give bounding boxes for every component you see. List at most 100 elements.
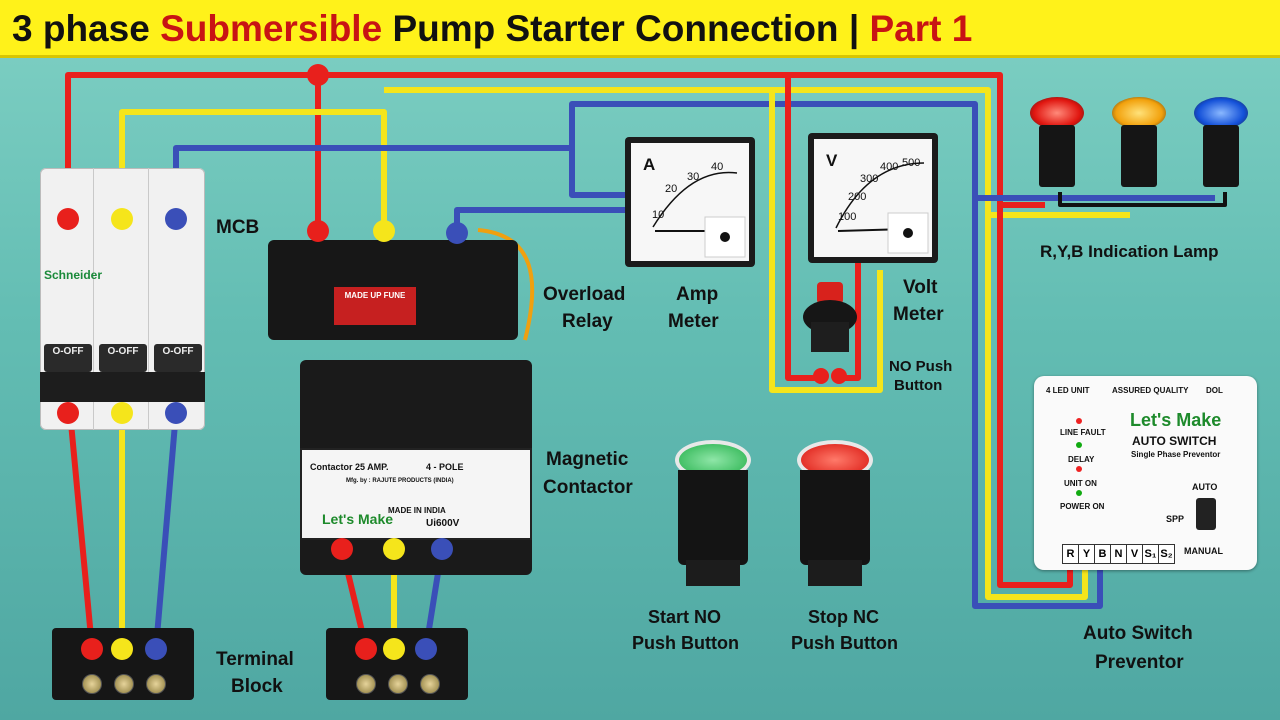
amp-tick-3: 30 (687, 171, 700, 183)
mcb-pole-2 (95, 168, 149, 430)
lamp-red-cap (1030, 97, 1084, 129)
volt-tick-4: 400 (880, 161, 899, 173)
mcb-off-label-1: O-OFF (52, 346, 84, 357)
contactor-brand: Let's Make (322, 511, 394, 527)
ol-in-red (307, 220, 329, 242)
label-terminal-1: Terminal (216, 649, 294, 670)
label-magnetic-1: Magnetic (546, 449, 629, 470)
start-button-body (678, 470, 748, 565)
auto-sub: Single Phase Preventor (1131, 450, 1221, 459)
wire-red-main (65, 72, 321, 230)
lamp-blue-body (1203, 125, 1239, 187)
wire-orange-aux (477, 228, 535, 341)
wire-red-volt (785, 75, 818, 381)
contactor-voltage: Ui600V (426, 518, 460, 529)
led-label-unit-on: UNIT ON (1064, 479, 1097, 488)
terminal-r: R (1062, 544, 1079, 564)
wire-blue-to-lamp (569, 101, 1215, 201)
led-label-delay: DELAY (1068, 455, 1095, 464)
wire-red-tb1 (67, 411, 95, 649)
mc-out-blue (431, 538, 453, 560)
indication-lamp-yellow (1112, 97, 1166, 197)
tb2-screw-3 (420, 674, 440, 694)
mcb-in-yellow (111, 208, 133, 230)
title-part-2: Submersible (160, 8, 383, 49)
stop-button-foot (808, 560, 862, 586)
wire-blue-tb1 (153, 411, 179, 649)
wire-blue-auto (972, 198, 1103, 609)
tb1-screw-2 (114, 674, 134, 694)
terminal-s1: S₁ (1142, 544, 1159, 564)
auto-brand: Let's Make (1130, 410, 1222, 430)
terminal-s2: S₂ (1158, 544, 1175, 564)
no-push-cap (817, 282, 843, 304)
mcb-out-yellow (111, 402, 133, 424)
auto-product: AUTO SWITCH (1132, 434, 1217, 448)
title-part-1: 3 phase (12, 8, 150, 49)
tb1-yellow (111, 638, 133, 660)
volt-tick-5: 500 (902, 157, 921, 169)
wire-yellow-auto (985, 215, 1088, 600)
mc-out-red (331, 538, 353, 560)
ol-in-yellow (373, 220, 395, 242)
contactor-label-panel (300, 448, 532, 540)
indication-lamp-blue (1194, 97, 1248, 197)
wire-red-to-lamp (318, 72, 1045, 208)
label-overload-2: Relay (562, 311, 613, 332)
no-push-button[interactable] (803, 282, 857, 362)
mcb-in-red (57, 208, 79, 230)
stop-push-button[interactable] (794, 440, 876, 590)
mcb-out-red (57, 402, 79, 424)
tb1-screw-3 (146, 674, 166, 694)
nopb-term-1 (813, 368, 829, 384)
nopb-term-2 (831, 368, 847, 384)
amp-meter: A 10 20 30 40 (625, 137, 755, 267)
led-label-power-on: POWER ON (1060, 502, 1105, 511)
mcb-pole-1 (40, 168, 94, 430)
wire-lamp-common (1058, 192, 1227, 207)
contactor-poles: 4 - POLE (426, 462, 464, 472)
stop-button-body (800, 470, 870, 565)
contactor-rating: Contactor 25 AMP. (310, 462, 389, 472)
label-stop-2: Push Button (791, 633, 898, 653)
mcb-handle-2[interactable] (99, 344, 147, 372)
lamp-yellow-body (1121, 125, 1157, 187)
mcb-off-label-2: O-OFF (107, 346, 139, 357)
amp-meter-needle (652, 171, 746, 258)
wire-yellow-main (119, 109, 387, 230)
label-no-push-1: NO Push (889, 358, 953, 375)
overload-plate: MADE UP FUNE (334, 287, 416, 325)
mcb-handle-1[interactable] (44, 344, 92, 372)
mc-out-yellow (383, 538, 405, 560)
manual-label: MANUAL (1184, 546, 1223, 556)
auto-manual-toggle[interactable] (1196, 498, 1216, 530)
ol-in-blue (446, 222, 468, 244)
title-part-3: Pump Starter Connection | (392, 8, 860, 49)
mcb-handle-3[interactable] (154, 344, 202, 372)
label-stop-1: Stop NC (808, 607, 879, 627)
mcb-tie-bar (40, 372, 205, 402)
spp-label: SPP (1166, 514, 1185, 524)
auto-dol: DOL (1206, 386, 1223, 395)
tb1-red (81, 638, 103, 660)
label-volt-1: Volt (903, 277, 938, 298)
led-power-on (1076, 490, 1082, 496)
amp-tick-4: 40 (711, 161, 724, 173)
contactor-mfg: Mfg. by : RAJUTE PRODUCTS (INDIA) (346, 478, 454, 484)
wire-blue-amp (454, 207, 640, 232)
tb1-screw-1 (82, 674, 102, 694)
indication-lamp-red (1030, 97, 1084, 197)
amp-tick-2: 20 (665, 183, 678, 195)
auto-switch-preventor (1034, 376, 1257, 570)
tb2-red (355, 638, 377, 660)
start-push-button[interactable] (672, 440, 754, 590)
label-auto-2: Preventor (1095, 652, 1184, 673)
led-unit-on (1076, 466, 1082, 472)
no-push-body (811, 322, 849, 352)
terminal-n: N (1110, 544, 1127, 564)
title-banner: 3 phase Submersible Pump Starter Connect… (0, 0, 1280, 58)
label-overload-1: Overload (543, 284, 626, 305)
tb2-screw-2 (388, 674, 408, 694)
label-magnetic-2: Contactor (543, 477, 633, 498)
label-indication: R,Y,B Indication Lamp (1040, 242, 1219, 261)
